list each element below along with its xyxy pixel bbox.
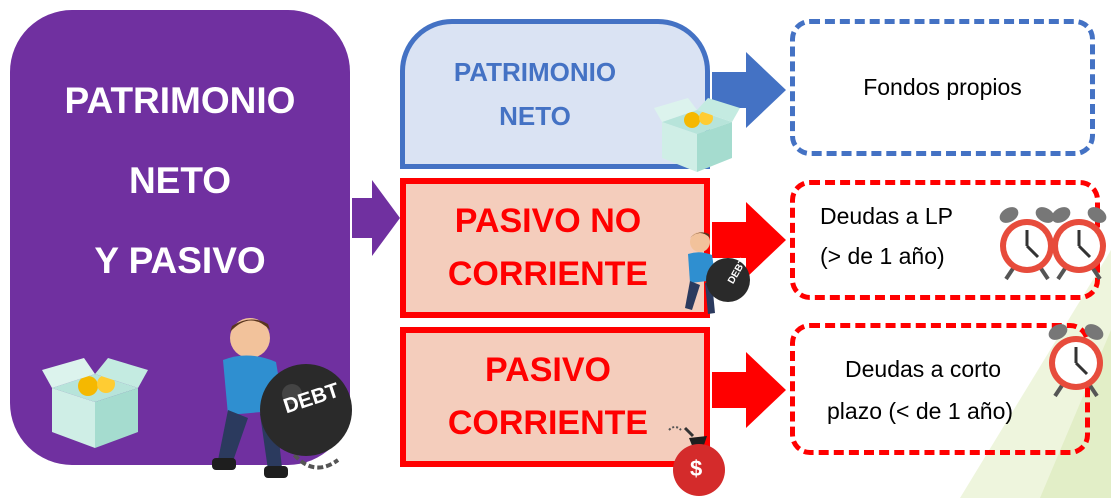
blue-arrow-icon (712, 52, 786, 128)
patrimonio-neto-box: PATRIMONIO NETO (400, 19, 710, 169)
money-bag-icon (668, 426, 725, 496)
alarm-clock-icon (1048, 324, 1104, 398)
pasivo-corriente-line-1: PASIVO (485, 351, 611, 390)
pasivo-no-corriente-line-2: CORRIENTE (447, 255, 649, 293)
pasivo-no-corriente-line-1: PASIVO NO (454, 202, 642, 241)
alarm-clock-icon (999, 207, 1055, 281)
deudas-cp-line-1: Deudas a corto (845, 356, 1001, 382)
debt-person-icon (685, 232, 750, 314)
pasivo-corriente-line-2: CORRIENTE (447, 404, 649, 442)
left-panel-line-1: PATRIMONIO (64, 80, 296, 121)
deudas-cp-line-2: plazo (< de 1 año) (827, 398, 1014, 424)
deudas-cp-box: Deudas a corto plazo (< de 1 año) (790, 323, 1090, 455)
alarm-clock-icon (1051, 207, 1107, 281)
left-panel-line-3: Y PASIVO (94, 240, 266, 281)
red-arrow-icon (712, 352, 786, 428)
patrimonio-neto-line-2: NETO (499, 101, 571, 131)
deudas-lp-line-1: Deudas a LP (820, 203, 953, 229)
fondos-propios-label: Fondos propios (863, 74, 1022, 100)
money-box-icon (654, 98, 740, 172)
money-bag-symbol: $ (690, 456, 703, 481)
pasivo-corriente-box: PASIVO CORRIENTE (400, 327, 710, 467)
patrimonio-neto-line-1: PATRIMONIO (453, 56, 617, 87)
pasivo-no-corriente-box: PASIVO NO CORRIENTE (400, 178, 710, 318)
left-panel-line-2: NETO (128, 160, 232, 201)
money-box-icon (42, 358, 148, 448)
red-arrow-icon (712, 202, 786, 278)
fondos-propios-box: Fondos propios (790, 19, 1095, 156)
deudas-lp-line-2: (> de 1 año) (820, 243, 945, 269)
debt-person-icon (212, 318, 352, 478)
purple-arrow-icon (352, 180, 400, 256)
